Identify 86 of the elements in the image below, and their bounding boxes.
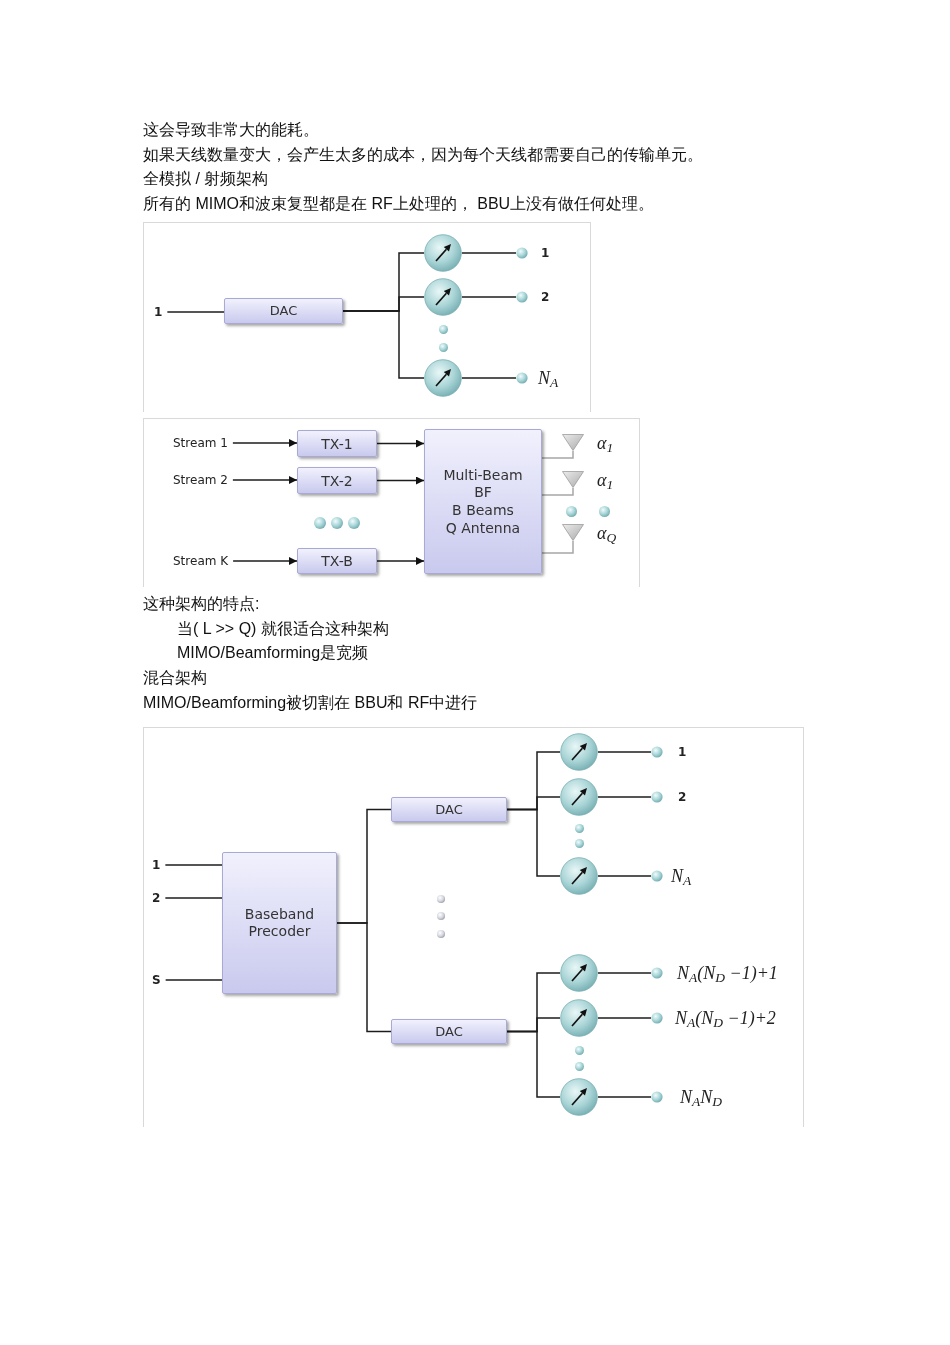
port-dot xyxy=(516,372,528,384)
signal-label: 1 xyxy=(152,857,161,873)
port-dot xyxy=(651,870,663,882)
connector-line xyxy=(461,252,517,254)
arrow xyxy=(232,476,298,484)
signal-label: 2 xyxy=(152,890,161,906)
phase-shifter-symbol xyxy=(424,234,462,272)
signal-label: S xyxy=(152,972,161,988)
tx-block: TX-B xyxy=(297,548,377,574)
body-text: MIMO/Beamforming被切割在 BBU和 RF中进行 xyxy=(143,693,478,713)
connector-line xyxy=(541,487,574,496)
arrow xyxy=(232,439,298,447)
body-text: 这种架构的特点: xyxy=(143,594,260,614)
block-text: Q Antenna xyxy=(445,519,521,537)
arrow xyxy=(376,557,425,565)
connector-line xyxy=(506,808,561,877)
stream-label: Stream 2 xyxy=(173,472,228,488)
antenna-symbol xyxy=(562,434,584,451)
connector-line xyxy=(461,296,517,298)
antenna-label: α$_{1}$ xyxy=(597,468,614,491)
port-label: N$_{A}$ xyxy=(538,367,559,389)
arrow xyxy=(376,439,425,448)
antenna-label: α$_{Q}$ xyxy=(597,521,617,544)
port-label: 1 xyxy=(678,744,687,761)
phase-shifter-symbol xyxy=(424,359,462,397)
connector-line xyxy=(597,1096,652,1098)
connector-line xyxy=(541,450,574,459)
port-label: N$_{A}$(N$_{D}$ −1)+2 xyxy=(675,1007,776,1029)
connector-line xyxy=(342,310,425,379)
port-dot xyxy=(516,291,528,303)
body-text: 如果天线数量变大，会产生太多的成本，因为每个天线都需要自己的传输单元。 xyxy=(143,145,703,165)
body-text: 全模拟 / 射频架构 xyxy=(143,169,269,189)
connector-line xyxy=(597,796,652,798)
antenna-symbol xyxy=(562,471,584,488)
port-dot xyxy=(651,967,663,979)
connector-line xyxy=(597,875,652,877)
connector-line xyxy=(597,1017,652,1019)
connector-line xyxy=(166,311,225,313)
antenna-label: α$_{1}$ xyxy=(597,431,614,454)
port-label: N$_{A}$ xyxy=(671,865,692,887)
tx-block: TX-2 xyxy=(297,467,377,494)
connector-line xyxy=(336,922,392,1033)
arrow xyxy=(376,476,425,485)
precoder-block: Baseband Precoder xyxy=(222,852,337,994)
connector-line xyxy=(164,979,223,981)
beamformer-block xyxy=(424,429,542,574)
port-dot xyxy=(651,746,663,758)
connector-line xyxy=(541,540,574,554)
phase-shifter-symbol xyxy=(560,1078,598,1116)
dac-block: DAC xyxy=(391,797,507,822)
port-dot xyxy=(651,1091,663,1103)
port-label: 1 xyxy=(541,245,550,262)
block-text: B Beams xyxy=(452,501,514,519)
connector-line xyxy=(164,897,223,899)
port-dot xyxy=(651,1012,663,1024)
connector-line xyxy=(506,1030,561,1098)
connector-line xyxy=(597,972,652,974)
phase-shifter-symbol xyxy=(560,778,598,816)
body-text: 这会导致非常大的能耗。 xyxy=(143,120,319,140)
phase-shifter-symbol xyxy=(560,857,598,895)
body-text: 混合架构 xyxy=(143,668,207,688)
port-dot xyxy=(516,247,528,259)
body-text: 当( L >> Q) 就很适合这种架构 xyxy=(177,619,389,639)
port-label: N$_{A}$(N$_{D}$ −1)+1 xyxy=(677,962,778,984)
body-text: 所有的 MIMO和波束复型都是在 RF上处理的， BBU上没有做任何处理。 xyxy=(143,194,655,214)
phase-shifter-symbol xyxy=(424,278,462,316)
block-text: Multi-Beam BF xyxy=(442,466,524,501)
tx-block: TX-1 xyxy=(297,430,377,457)
phase-shifter-symbol xyxy=(560,954,598,992)
dac-block: DAC xyxy=(391,1019,507,1044)
arrow xyxy=(232,557,298,565)
phase-shifter-symbol xyxy=(560,733,598,771)
port-label: 2 xyxy=(541,289,550,306)
port-dot xyxy=(651,791,663,803)
stream-label: Stream 1 xyxy=(173,435,228,451)
port-label: N$_{A}$N$_{D}$ xyxy=(680,1086,723,1108)
connector-line xyxy=(461,377,517,379)
stream-label: Stream K xyxy=(173,553,229,569)
signal-label: 1 xyxy=(154,304,163,320)
phase-shifter-symbol xyxy=(560,999,598,1037)
body-text: MIMO/Beamforming是宽频 xyxy=(177,643,369,663)
port-label: 2 xyxy=(678,789,687,806)
connector-line xyxy=(164,864,223,866)
connector-line xyxy=(597,751,652,753)
dac-block: DAC xyxy=(224,298,343,324)
antenna-symbol xyxy=(562,524,584,541)
